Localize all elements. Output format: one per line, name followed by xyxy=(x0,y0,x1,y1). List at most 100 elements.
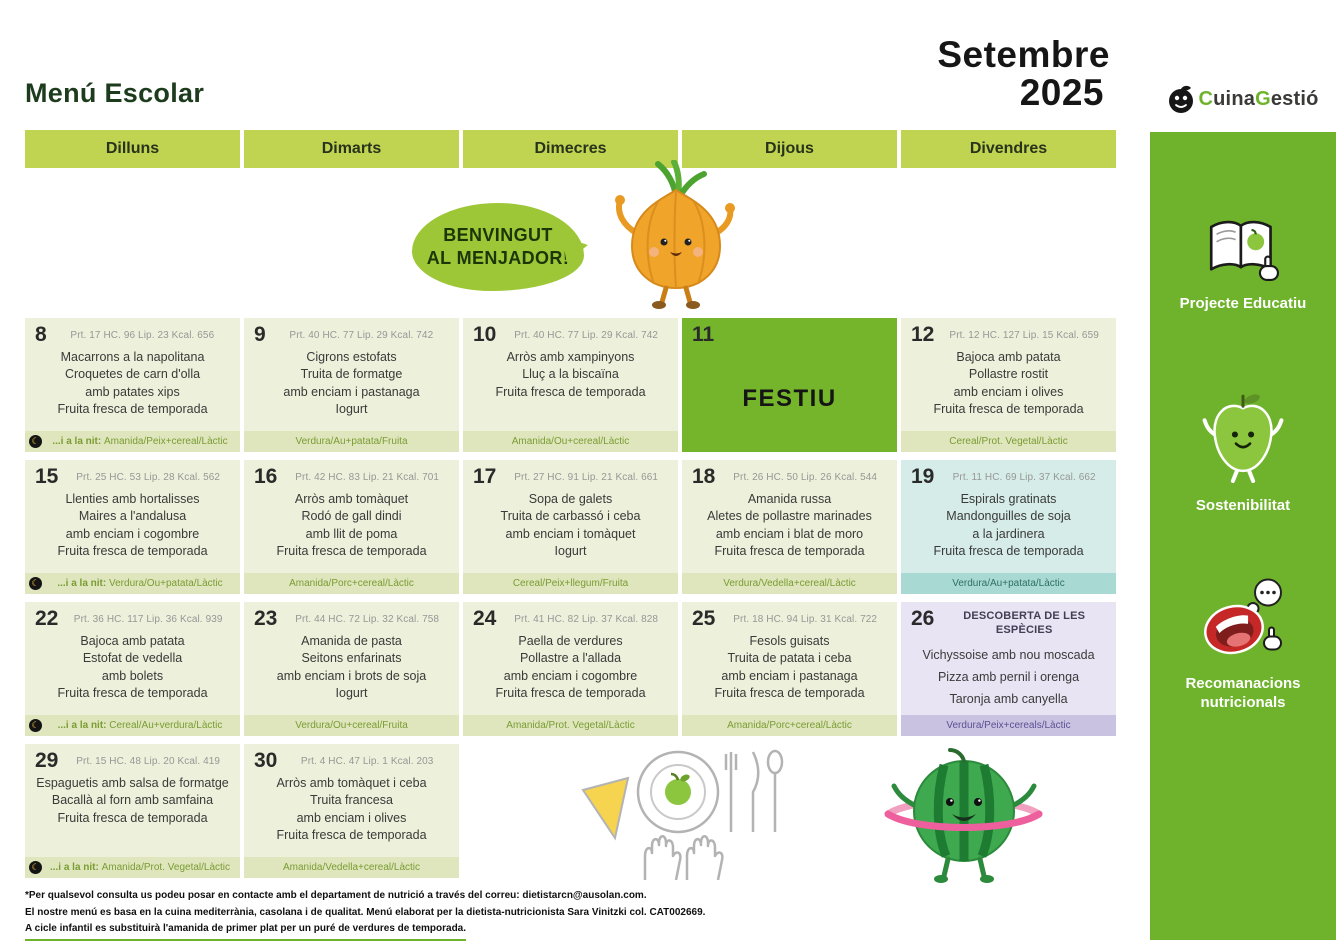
day-number: 11 xyxy=(692,323,715,346)
menu-item: Croquetes de carn d'olla xyxy=(64,367,201,382)
menu-item: Vichyssoise amb nou moscada xyxy=(922,647,1095,662)
menu-item: Fruita fresca de temporada xyxy=(57,543,208,558)
menu-item: amb llit de poma xyxy=(305,526,398,541)
day-number: 17 xyxy=(473,465,497,488)
menu-item: Iogurt xyxy=(335,685,368,700)
nutrition-info: Prt. 18 HC. 94 Lip. 31 Kcal. 722 xyxy=(733,614,878,625)
apple-character-icon xyxy=(1202,394,1284,483)
year: 2025 xyxy=(1019,71,1104,113)
menu-item: amb enciam i olives xyxy=(953,384,1064,399)
menu-item: Fruita fresca de temporada xyxy=(495,685,646,700)
evening-suggestion-text: Cereal/Peix+llegum/Fruita xyxy=(512,578,629,589)
menu-item: Macarrons a la napolitana xyxy=(60,350,205,364)
menu-item: Fruita fresca de temporada xyxy=(495,384,646,399)
sidebar: CuinaGestió Projecte Educatiu xyxy=(1150,0,1336,940)
nutrition-info: Prt. 4 HC. 47 Lip. 1 Kcal. 203 xyxy=(300,756,434,767)
menu-item: Lluç a la biscaïna xyxy=(522,367,619,382)
cuinagestio-logo: CuinaGestió xyxy=(1167,84,1318,114)
nutrition-info: Prt. 11 HC. 69 Lip. 37 Kcal. 662 xyxy=(952,472,1096,483)
menu-list: FESTIU xyxy=(682,345,897,452)
menu-item: Fruita fresca de temporada xyxy=(933,543,1084,558)
menu-item: amb enciam i pastanaga xyxy=(721,668,858,683)
onion-mascot-illustration xyxy=(608,159,743,320)
watermelon-mascot-illustration xyxy=(876,736,1051,891)
welcome-speech-bubble: BENVINGUT AL MENJADOR! xyxy=(412,203,584,291)
menu-item: Llenties amb hortalisses xyxy=(65,492,200,506)
menu-item: Fruita fresca de temporada xyxy=(57,810,208,825)
day-number: 30 xyxy=(254,749,278,772)
footnote-dietitian: El nostre menú es basa en la cuina medit… xyxy=(25,906,706,918)
evening-suggestion-text: ...i a la nit: Verdura/Ou+patata/Làctic xyxy=(57,578,223,589)
evening-suggestion-text: Verdura/Ou+cereal/Fruita xyxy=(295,720,408,731)
day-number: 10 xyxy=(473,323,497,346)
menu-item: Estofat de vedella xyxy=(82,651,183,666)
weekday-header-dimarts: Dimarts xyxy=(244,130,459,168)
menu-item: Cigrons estofats xyxy=(306,350,397,364)
menu-item: Fruita fresca de temporada xyxy=(57,685,208,700)
nutrition-info: Prt. 26 HC. 50 Lip. 26 Kcal. 544 xyxy=(733,472,878,483)
nutrition-info: Prt. 12 HC. 127 Lip. 15 Kcal. 659 xyxy=(949,330,1099,341)
evening-suggestion: ☾...i a la nit: Amanida/Peix+cereal/Làct… xyxy=(25,431,240,452)
evening-suggestion: Verdura/Au+patata/Fruita xyxy=(244,431,459,452)
sidebar-item-projecte-educatiu: Projecte Educatiu xyxy=(1150,210,1336,314)
day-number: 8 xyxy=(35,323,47,346)
day-number: 16 xyxy=(254,465,278,488)
moon-icon: ☾ xyxy=(29,577,42,590)
table-setting-illustration xyxy=(553,740,798,885)
menu-item: Pollastre a l'allada xyxy=(519,651,622,666)
menu-item: Amanida russa xyxy=(747,492,832,506)
watermelon-icon xyxy=(884,748,1043,883)
evening-suggestion: Verdura/Vedella+cereal/Làctic xyxy=(682,573,897,594)
menu-item: Iogurt xyxy=(335,401,368,416)
menu-item: Fruita fresca de temporada xyxy=(933,401,1084,416)
menu-item: Espirals gratinats xyxy=(960,492,1057,506)
menu-item: Bajoca amb patata xyxy=(80,634,185,648)
menu-item: Paella de verdures xyxy=(518,634,623,648)
footnote-infant-cycle: A cicle infantil es substituirà l'amanid… xyxy=(25,921,467,941)
sidebar-item-sostenibilitat: Sostenibilitat xyxy=(1150,388,1336,516)
menu-item: Amanida de pasta xyxy=(301,634,402,648)
welcome-line-2: AL MENJADOR! xyxy=(426,248,570,268)
evening-suggestion: Verdura/Peix+cereals/Làctic xyxy=(901,715,1116,736)
onion-icon xyxy=(615,159,735,309)
weekday-header-divendres: Divendres xyxy=(901,130,1116,168)
menu-item: Aletes de pollastre marinades xyxy=(707,509,872,524)
footnote-contact: *Per qualsevol consulta us podeu posar e… xyxy=(25,890,647,901)
special-day-title: DESCOBERTA DE LES ESPÈCIES xyxy=(963,610,1086,637)
evening-suggestion-text: Amanida/Vedella+cereal/Làctic xyxy=(282,862,421,873)
evening-suggestion: Verdura/Ou+cereal/Fruita xyxy=(244,715,459,736)
menu-item: Mandonguilles de soja xyxy=(946,509,1071,524)
menu-item: Fruita fresca de temporada xyxy=(714,685,865,700)
menu-item: Seitons enfarinats xyxy=(301,651,402,666)
menu-item: amb enciam i cogombre xyxy=(503,668,638,683)
